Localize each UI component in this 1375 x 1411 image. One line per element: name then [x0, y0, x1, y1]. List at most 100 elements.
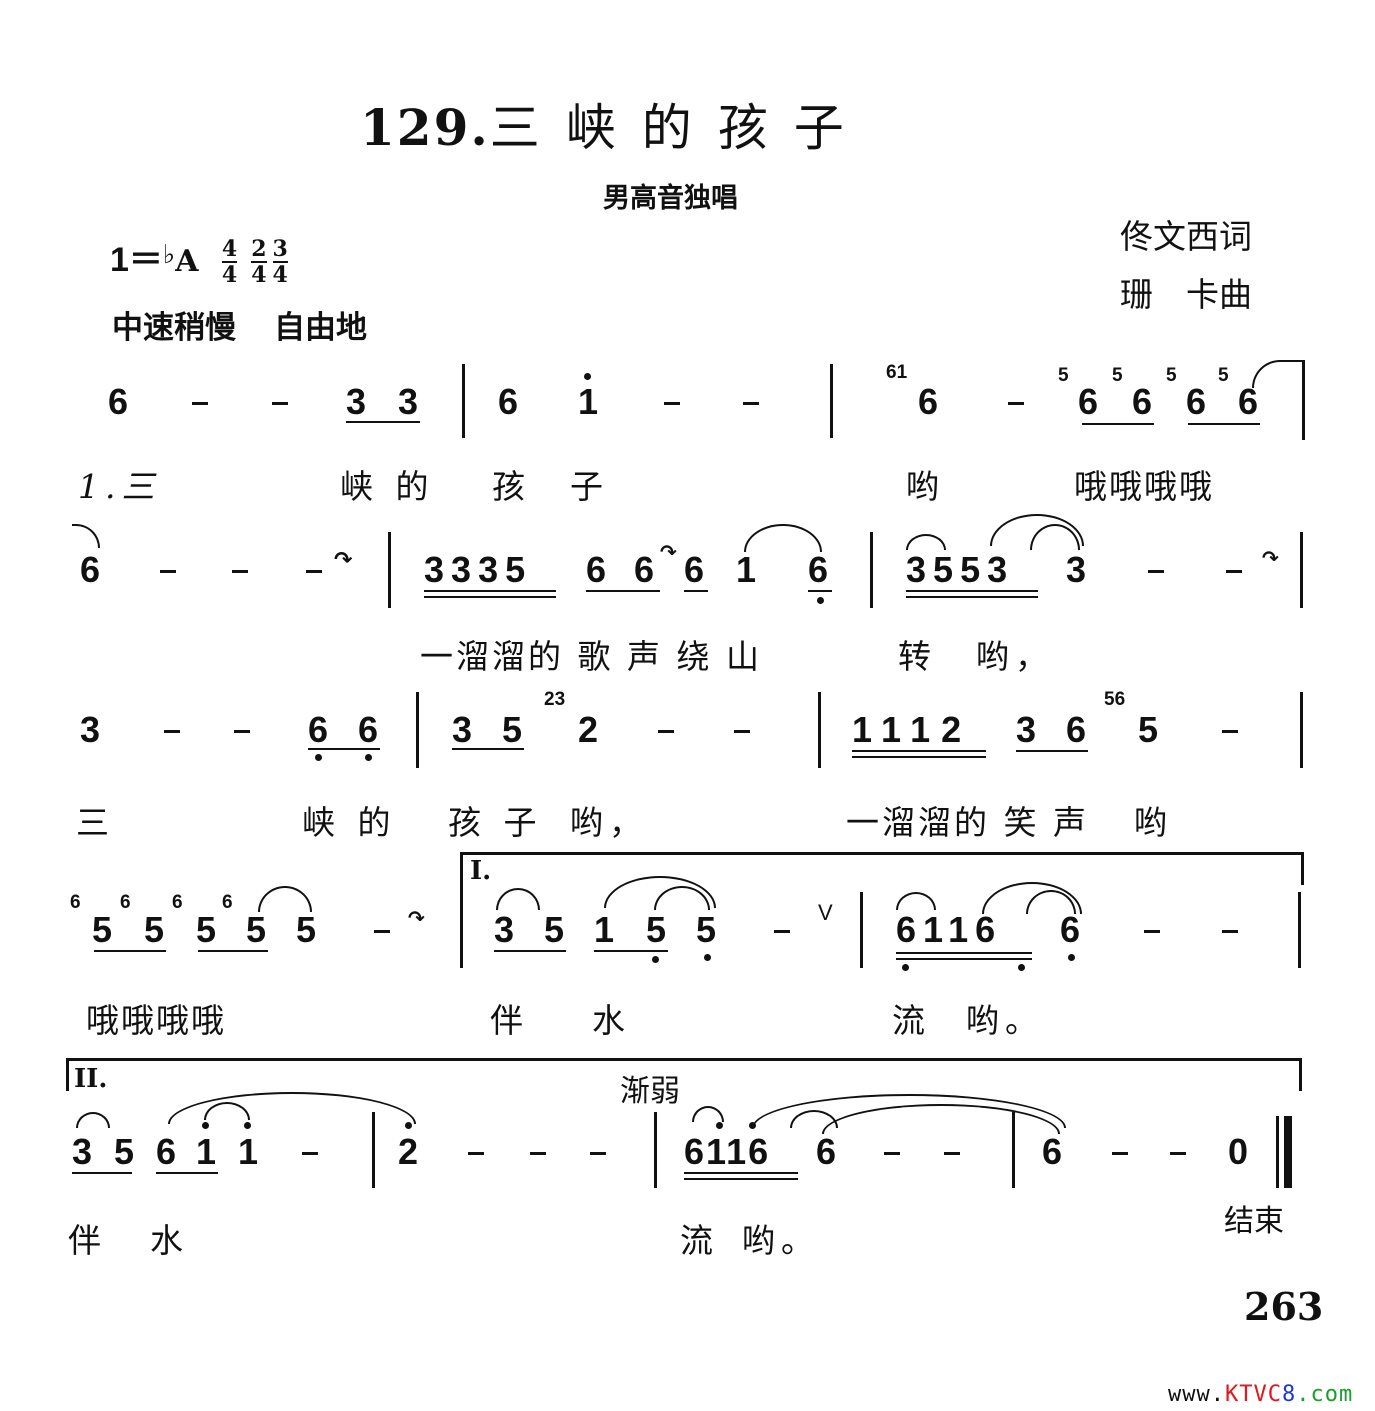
note: 5 — [296, 909, 317, 950]
note-group: 6116 — [896, 909, 1003, 950]
note: 1 — [736, 549, 757, 590]
dash — [306, 570, 322, 573]
slur — [692, 1106, 724, 1122]
underline — [586, 590, 660, 592]
underline — [684, 590, 708, 592]
underline — [896, 952, 1032, 954]
high-dot — [244, 1122, 251, 1129]
dash — [774, 930, 790, 933]
final-barline-thick — [1284, 1116, 1292, 1188]
underline — [1188, 423, 1260, 425]
lyric: 哟 — [906, 467, 945, 506]
grace-note: 5 — [1166, 365, 1177, 386]
volta-1-bracket — [460, 852, 1304, 885]
note: 6 — [918, 381, 939, 422]
note: 3 — [1066, 549, 1087, 590]
note: 5 — [92, 909, 113, 950]
note: 3 — [346, 381, 367, 422]
hook-icon: ↷ — [660, 540, 677, 564]
dash — [658, 730, 674, 733]
note-group: 1112 — [852, 709, 973, 750]
note: 5 — [696, 909, 717, 950]
low-dot — [704, 954, 711, 961]
note: 6 — [634, 549, 655, 590]
watermark: www.KTVC8.com — [1168, 1382, 1353, 1407]
note: 6 — [586, 549, 607, 590]
lyric: 哟， — [976, 637, 1054, 676]
volta-1-label: I. — [470, 856, 492, 886]
dynamic-marking: 渐弱 — [620, 1074, 680, 1109]
note: 3 — [80, 709, 101, 750]
grace-note: 5 — [1058, 365, 1069, 386]
dash — [234, 730, 250, 733]
underline — [346, 421, 420, 423]
lyric: 峡 的 — [340, 467, 435, 506]
bar-line — [654, 1112, 657, 1188]
dash — [160, 570, 176, 573]
underline — [424, 590, 556, 592]
note: 5 — [114, 1131, 135, 1172]
dash — [272, 402, 288, 405]
hook-icon: ↷ — [334, 548, 353, 573]
dash — [1226, 570, 1242, 573]
breath-mark-icon: V — [818, 900, 833, 925]
lyric: 伴 — [68, 1221, 107, 1260]
note: 6 — [498, 381, 519, 422]
note: 6 — [1238, 381, 1259, 422]
high-dot — [584, 373, 591, 380]
lyric: 水 — [592, 1001, 631, 1040]
note-group: 3553 — [906, 549, 1015, 590]
note: 1 — [578, 381, 599, 422]
dash — [1222, 730, 1238, 733]
lyric: 转 — [898, 637, 937, 676]
underline — [906, 596, 1038, 598]
bar-line — [870, 532, 873, 608]
page-number: 263 — [1244, 1284, 1324, 1329]
note: 3 — [398, 381, 419, 422]
bar-line — [860, 892, 863, 968]
dash — [1008, 402, 1024, 405]
low-dot — [902, 964, 909, 971]
dash — [734, 730, 750, 733]
composer-credit: 珊 卡曲 — [1120, 275, 1252, 314]
slur — [744, 524, 822, 552]
dash — [884, 1152, 900, 1155]
grace-note: 6 — [120, 892, 131, 913]
note: 5 — [246, 909, 267, 950]
underline — [452, 748, 524, 750]
dash — [1222, 930, 1238, 933]
note: 5 — [544, 909, 565, 950]
dash — [1112, 1152, 1128, 1155]
low-dot — [1068, 954, 1075, 961]
note: 5 — [144, 909, 165, 950]
lyric: 哟。 — [966, 1001, 1044, 1040]
note: 6 — [358, 709, 379, 750]
note: 3 — [452, 709, 473, 750]
dash — [232, 570, 248, 573]
lyric: 孩 子 — [448, 803, 543, 842]
tempo-text: 中速稍慢 — [112, 310, 236, 346]
high-dot — [202, 1122, 209, 1129]
high-dot — [405, 1122, 412, 1129]
lyric: 哟。 — [742, 1221, 820, 1260]
note: 6 — [684, 549, 705, 590]
tempo-marking: 中速稍慢自由地 — [112, 302, 367, 347]
dash — [1170, 1152, 1186, 1155]
dash — [664, 402, 680, 405]
note: 5 — [196, 909, 217, 950]
note: 1 — [238, 1131, 259, 1172]
dash — [468, 1152, 484, 1155]
dash — [743, 402, 759, 405]
high-dot — [716, 1122, 723, 1129]
grace-note: 5 — [1112, 365, 1123, 386]
note-group: 3335 — [424, 549, 533, 590]
slur — [1252, 360, 1304, 388]
lyricist-credit: 佟文西词 — [1120, 217, 1252, 256]
flat-icon: ♭ — [162, 240, 176, 270]
note: 3 — [494, 909, 515, 950]
watermark-brand-number: 8 — [1281, 1382, 1297, 1407]
final-barline-thin — [1276, 1116, 1279, 1188]
slur — [76, 1112, 110, 1128]
bar-line — [830, 364, 833, 438]
